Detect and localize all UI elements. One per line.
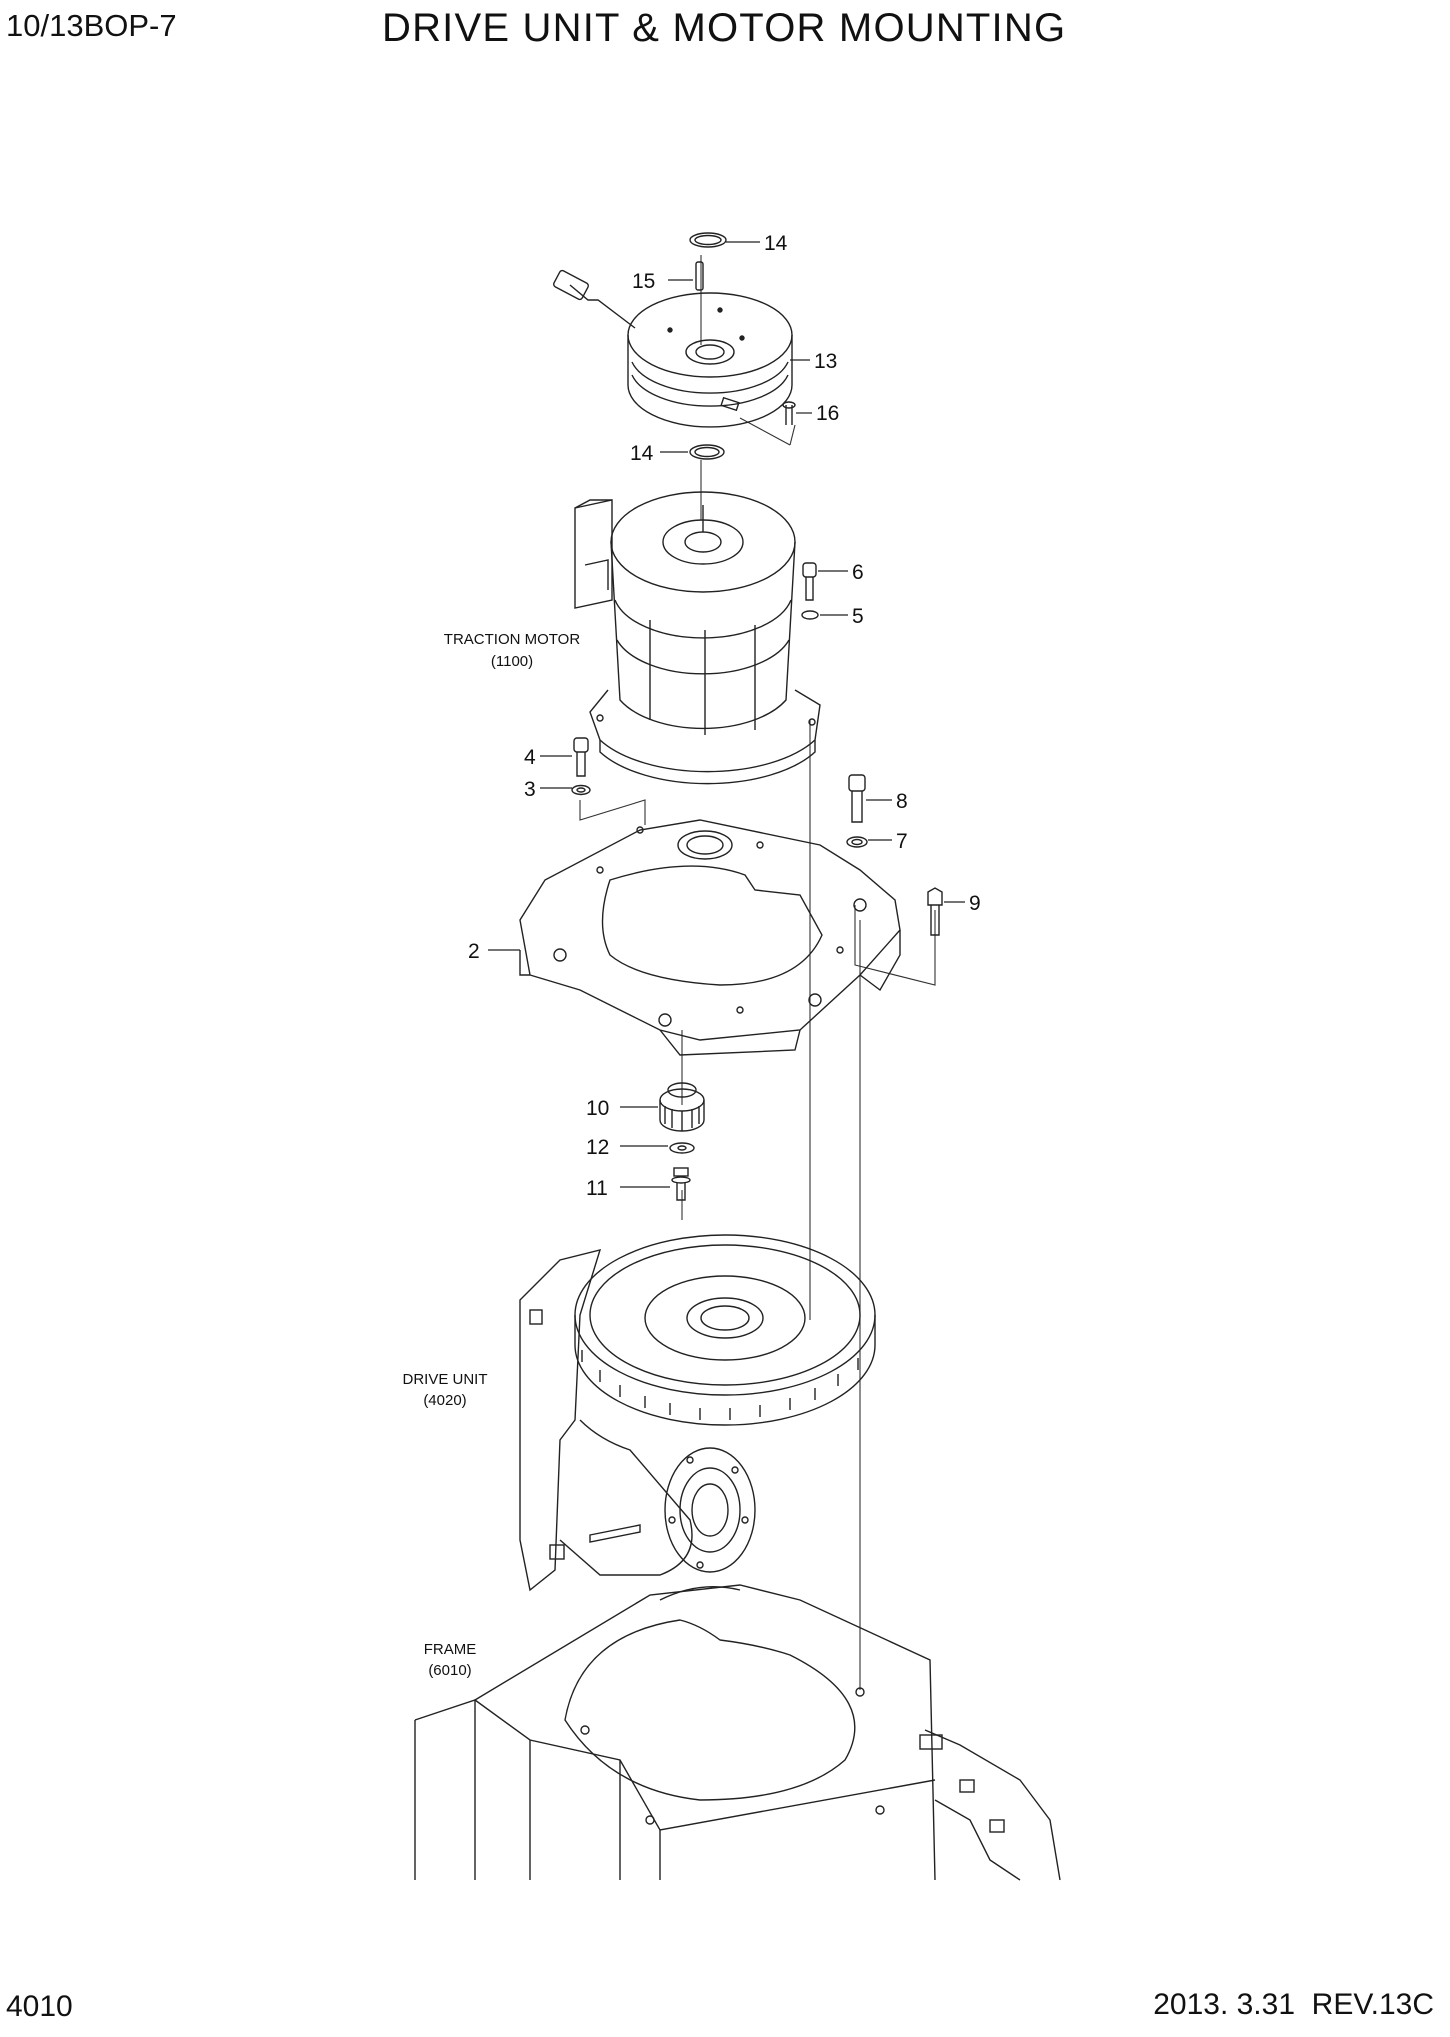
frame-label: FRAME — [424, 1641, 477, 1658]
callout-12: 12 — [586, 1136, 609, 1159]
callout-11: 11 — [586, 1177, 608, 1200]
callout-leaders — [488, 241, 965, 1188]
traction-motor-label: TRACTION MOTOR — [444, 631, 581, 648]
washer-3 — [571, 784, 591, 796]
callout-9: 9 — [969, 892, 981, 915]
bolt-8 — [848, 774, 866, 823]
callout-3: 3 — [524, 778, 536, 801]
assembly-labels: TRACTION MOTOR (1100) DRIVE UNIT (4020) … — [402, 631, 580, 1679]
callout-6: 6 — [852, 561, 864, 584]
key-pin — [695, 261, 704, 291]
callout-14-top: 14 — [764, 232, 788, 255]
bolt-6 — [802, 562, 817, 601]
model-code: 10/13BOP-7 — [6, 8, 177, 43]
callout-16: 16 — [816, 402, 839, 425]
screw-16 — [782, 401, 796, 425]
mounting-plate-2 — [519, 819, 901, 1056]
page-title: DRIVE UNIT & MOTOR MOUNTING — [382, 6, 1067, 50]
snap-ring-lower — [689, 444, 725, 460]
traction-motor-ref: (1100) — [491, 653, 533, 670]
bolt-11 — [671, 1167, 691, 1201]
callout-15: 15 — [632, 270, 655, 293]
pinion-gear-10 — [659, 1082, 705, 1132]
callout-labels: 14 15 13 16 14 6 5 4 3 8 7 9 2 10 12 11 — [468, 232, 981, 1200]
drive-unit-ref: (4020) — [423, 1392, 466, 1409]
callout-2: 2 — [468, 940, 480, 963]
callout-10: 10 — [586, 1097, 609, 1120]
frame-ref: (6010) — [428, 1662, 471, 1679]
drive-unit-body — [519, 1234, 876, 1592]
page-number: 4010 — [6, 1990, 73, 2023]
traction-motor-body — [574, 491, 821, 785]
callout-4: 4 — [524, 746, 536, 769]
callout-7: 7 — [896, 830, 908, 853]
callout-13: 13 — [814, 350, 837, 373]
stud-9 — [927, 887, 943, 936]
callout-5: 5 — [852, 605, 864, 628]
drive-unit-label: DRIVE UNIT — [402, 1371, 487, 1388]
washer-7 — [846, 836, 868, 848]
frame-body — [414, 1584, 1061, 1881]
assembly-guide-lines — [579, 255, 936, 1690]
callout-8: 8 — [896, 790, 908, 813]
washer-12 — [669, 1142, 695, 1154]
callout-14-lower: 14 — [630, 442, 654, 465]
snap-ring-top — [689, 232, 727, 248]
washer-5 — [801, 610, 819, 620]
revision-date: 2013. 3.31 REV.13C — [1153, 1988, 1434, 2021]
brake-assembly — [553, 269, 793, 428]
bolt-4 — [573, 737, 589, 777]
